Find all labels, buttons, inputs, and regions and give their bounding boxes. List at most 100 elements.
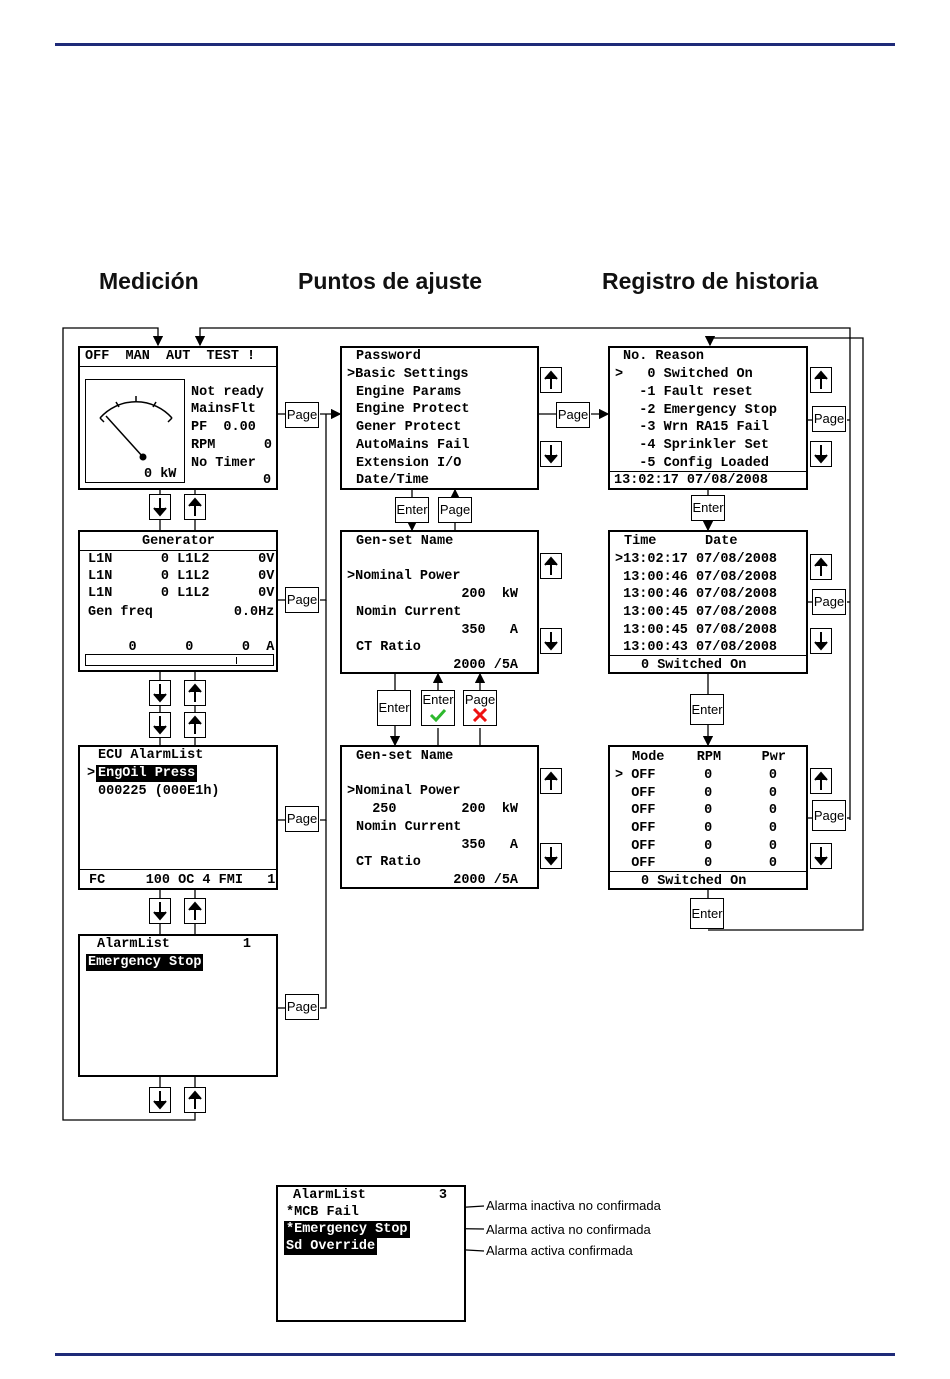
setp-down-button-3[interactable] (540, 843, 562, 869)
up-arrow-icon (188, 901, 202, 920)
hist-page-button-2[interactable]: Page (812, 589, 846, 615)
history-time-1[interactable]: >13:02:17 07/08/2008 (615, 552, 778, 567)
history-time-5[interactable]: 13:00:45 07/08/2008 (615, 623, 778, 638)
meas-up-button-2[interactable] (184, 680, 206, 706)
basic-line-8: 2000 /5A (356, 658, 519, 673)
status-line-3: PF 0.00 (191, 420, 256, 435)
down-arrow-icon (544, 632, 558, 651)
hist-down-button-1[interactable] (810, 441, 832, 467)
setpoint-group-4[interactable]: Engine Protect (356, 402, 470, 417)
basic-line-5[interactable]: Nomin Current (356, 605, 462, 620)
generator-line-1: L1N 0 L1L2 0V (88, 552, 275, 567)
enter-label: Enter (422, 692, 454, 707)
meas-down-button-1[interactable] (149, 494, 171, 520)
setpoint-group-8[interactable]: Date/Time (356, 473, 429, 488)
legend-row-3[interactable]: Sd Override (284, 1238, 378, 1255)
hist-page-button-3[interactable]: Page (812, 800, 846, 831)
hist-up-button-2[interactable] (810, 554, 832, 580)
hist-down-button-2[interactable] (810, 628, 832, 654)
meas-page-button-2[interactable]: Page (285, 587, 319, 613)
history-reason-5[interactable]: -4 Sprinkler Set (615, 438, 769, 453)
edit-line-6: 350 A (356, 838, 519, 853)
setpoint-group-2[interactable]: >Basic Settings (347, 367, 469, 382)
setp-enter-confirm-button[interactable]: Enter (421, 690, 455, 726)
history-reason-6[interactable]: -5 Config Loaded (615, 456, 769, 471)
meas-down-button-2[interactable] (149, 680, 171, 706)
history-time-4[interactable]: 13:00:45 07/08/2008 (615, 605, 778, 620)
bottom-rule (55, 1353, 895, 1356)
meas-up-button-4[interactable] (184, 898, 206, 924)
meas-down-button-5[interactable] (149, 1087, 171, 1113)
history-mode-5[interactable]: OFF 0 0 (615, 839, 778, 854)
history-mode-3[interactable]: OFF 0 0 (615, 803, 778, 818)
screen-main-measurement: OFF MAN AUT TEST ! 0 kW Not ready MainsF… (78, 346, 278, 490)
up-arrow-icon (544, 771, 558, 790)
ecu-selected-item[interactable]: EngOil Press (96, 765, 198, 782)
history-reason-3[interactable]: -2 Emergency Stop (615, 403, 778, 418)
edit-line-5: Nomin Current (356, 820, 462, 835)
hist-down-button-3[interactable] (810, 843, 832, 869)
generator-divider (80, 550, 276, 551)
meas-page-button-1[interactable]: Page (285, 402, 319, 428)
ecu-footer: FC 100 OC 4 FMI 1 (89, 873, 276, 888)
history-reason-4[interactable]: -3 Wrn RA15 Fail (615, 420, 769, 435)
ecu-cursor: > (87, 766, 96, 781)
up-arrow-icon (544, 370, 558, 389)
meas-up-button-1[interactable] (184, 494, 206, 520)
down-arrow-icon (544, 445, 558, 464)
setpoint-group-3[interactable]: Engine Params (356, 385, 462, 400)
history-mode-1[interactable]: > OFF 0 0 (615, 768, 778, 783)
setpoint-group-5[interactable]: Gener Protect (356, 420, 462, 435)
hist-up-button-1[interactable] (810, 367, 832, 393)
meas-down-button-3[interactable] (149, 712, 171, 738)
meas-up-button-3[interactable] (184, 712, 206, 738)
setpoint-group-6[interactable]: AutoMains Fail (356, 438, 470, 453)
hist-enter-button-1[interactable]: Enter (691, 495, 725, 521)
down-arrow-icon (814, 847, 828, 866)
meas-up-button-5[interactable] (184, 1087, 206, 1113)
history-mode-4[interactable]: OFF 0 0 (615, 821, 778, 836)
history-mode-2[interactable]: OFF 0 0 (615, 786, 778, 801)
setp-page-button-2[interactable]: Page (438, 497, 472, 523)
setp-down-button-1[interactable] (540, 441, 562, 467)
hist-page-button-1[interactable]: Page (812, 406, 846, 432)
basic-line-6: 350 A (356, 623, 519, 638)
setp-page-cancel-button[interactable]: Page (463, 690, 497, 726)
basic-line-7[interactable]: CT Ratio (356, 640, 421, 655)
edit-line-3[interactable]: >Nominal Power (347, 784, 461, 799)
setp-enter-button-2[interactable]: Enter (377, 690, 411, 726)
down-arrow-icon (544, 847, 558, 866)
hist-enter-button-2[interactable]: Enter (690, 694, 724, 725)
basic-line-3[interactable]: >Nominal Power (347, 569, 461, 584)
history-time-3[interactable]: 13:00:46 07/08/2008 (615, 587, 778, 602)
meas-page-button-3[interactable]: Page (285, 806, 319, 832)
hist-enter-button-3[interactable]: Enter (690, 898, 724, 929)
history-time-6[interactable]: 13:00:43 07/08/2008 (615, 640, 778, 655)
alarmlist-selected-item[interactable]: Emergency Stop (86, 954, 204, 971)
history-reason-2[interactable]: -1 Fault reset (615, 385, 753, 400)
setp-enter-button-1[interactable]: Enter (395, 497, 429, 523)
setp-up-button-3[interactable] (540, 768, 562, 794)
legend-row-1[interactable]: *MCB Fail (286, 1205, 359, 1220)
top-rule (55, 43, 895, 46)
up-arrow-icon (188, 683, 202, 702)
generator-currents: 0 0 0 A (88, 640, 275, 655)
edit-line-4[interactable]: 250 200 kW (356, 802, 519, 817)
check-icon (429, 708, 447, 722)
history-reasons-divider (610, 471, 806, 472)
setp-page-button[interactable]: Page (556, 402, 590, 428)
setp-up-button-2[interactable] (540, 553, 562, 579)
setp-up-button-1[interactable] (540, 367, 562, 393)
hist-up-button-3[interactable] (810, 768, 832, 794)
meas-page-button-4[interactable]: Page (285, 994, 319, 1020)
history-time-2[interactable]: 13:00:46 07/08/2008 (615, 570, 778, 585)
status-line-5: No Timer (191, 456, 256, 471)
setp-down-button-2[interactable] (540, 628, 562, 654)
legend-row-2[interactable]: *Emergency Stop (284, 1221, 410, 1238)
history-mode-6[interactable]: OFF 0 0 (615, 856, 778, 871)
history-reason-1[interactable]: > 0 Switched On (615, 367, 753, 382)
meas-down-button-4[interactable] (149, 898, 171, 924)
screen-basic-settings: Gen-set Name >Nominal Power 200 kW Nomin… (340, 530, 539, 674)
setpoint-group-1[interactable]: Password (356, 349, 421, 364)
setpoint-group-7[interactable]: Extension I/O (356, 456, 462, 471)
